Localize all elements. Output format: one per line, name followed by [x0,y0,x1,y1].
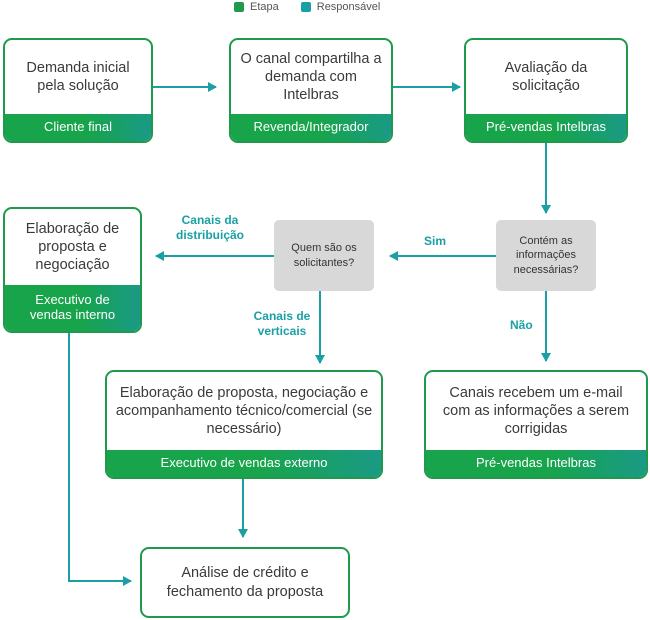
node-email-stage: Canais recebem um e-mail com as informaç… [442,384,630,438]
legend-responsible-label: Responsável [316,1,381,13]
node-internal-proposal-responsible: Executivo de vendas interno [5,285,140,331]
legend-responsible-swatch [300,2,311,12]
label-yes: Sim [424,234,447,248]
node-internal-proposal-stage: Elaboração de proposta e negociação [25,220,120,274]
legend-responsible: Responsável [300,1,381,13]
node-evaluation: Avaliação da solicitação Pré-vendas Inte… [464,38,628,143]
node-credit-stage: Análise de crédito e fechamento da propo… [166,565,324,600]
node-email-responsible: Pré-vendas Intelbras [426,450,646,477]
node-external-proposal-responsible: Executivo de vendas externo [107,450,381,477]
node-evaluation-responsible: Pré-vendas Intelbras [466,114,626,141]
node-internal-proposal: Elaboração de proposta e negociação Exec… [3,207,142,333]
legend: Etapa Responsável [234,0,402,14]
node-demand-stage: Demanda inicial pela solução [26,59,130,94]
node-demand: Demanda inicial pela solução Cliente fin… [3,38,153,143]
label-distribution: Canais da distribuição [175,213,244,242]
decision-info: Contém as informações necessárias? [496,220,596,291]
node-email: Canais recebem um e-mail com as informaç… [424,370,648,479]
node-demand-responsible: Cliente final [5,114,151,141]
label-no: Não [510,318,533,332]
node-channel: O canal compartilha a demanda com Intelb… [229,38,393,143]
node-external-proposal: Elaboração de proposta, negociação e aco… [105,370,383,479]
arrow-internal-to-credit [68,333,132,586]
node-credit: Análise de crédito e fechamento da propo… [140,547,350,618]
node-external-proposal-stage: Elaboração de proposta, negociação e aco… [115,384,373,438]
node-channel-responsible: Revenda/Integrador [231,114,391,141]
decision-who: Quem são os solicitantes? [274,220,374,291]
label-verticals: Canais de verticais [253,309,311,338]
legend-stage: Etapa [234,1,279,13]
node-evaluation-stage: Avaliação da solicitação [504,59,588,94]
node-channel-stage: O canal compartilha a demanda com Intelb… [240,50,382,104]
legend-stage-swatch [234,2,244,12]
legend-stage-label: Etapa [250,1,279,13]
